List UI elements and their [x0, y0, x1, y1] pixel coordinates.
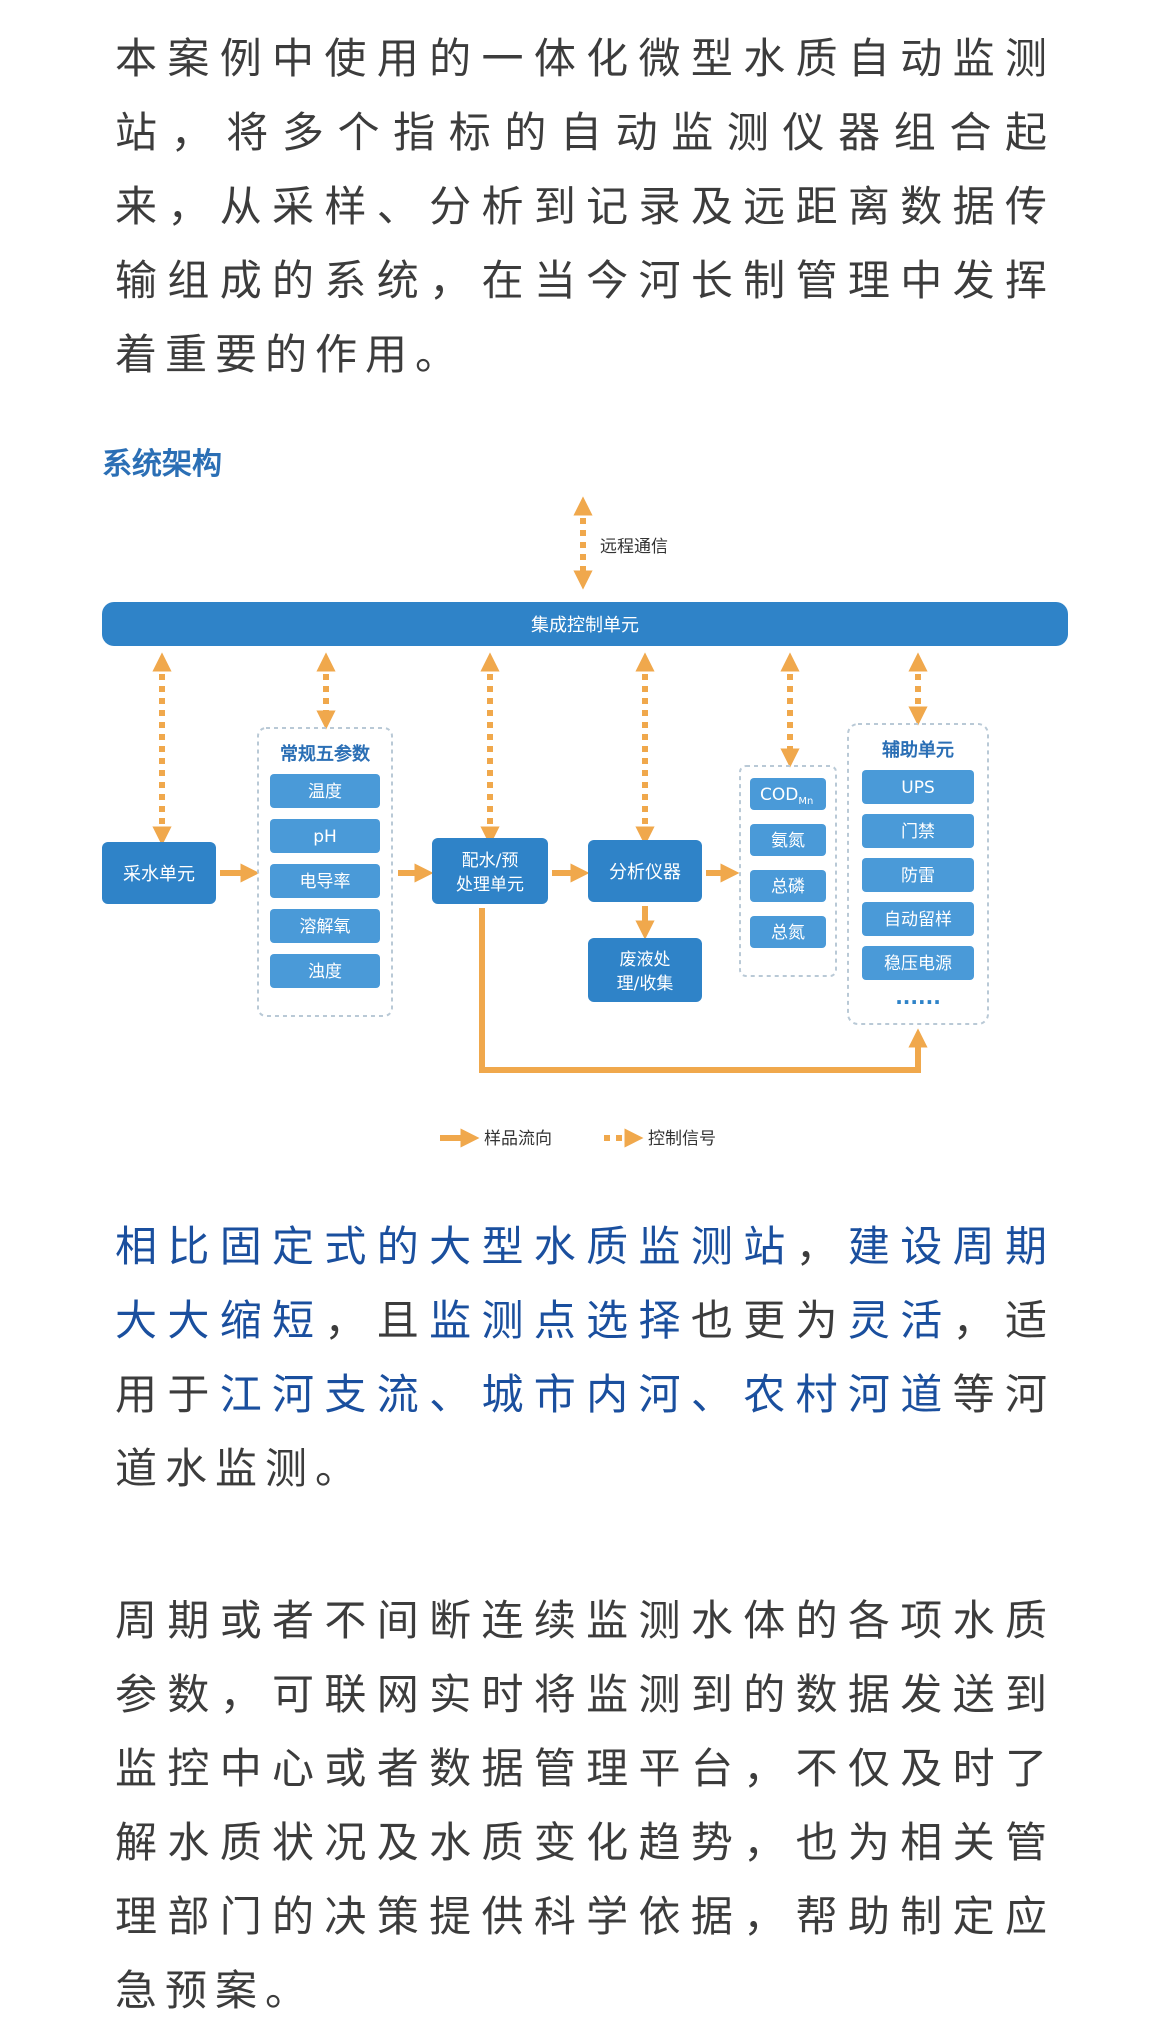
highlight-river-types: 江河支流、城市内河、农村河道 — [219, 1370, 953, 1419]
aux-item-box — [862, 946, 974, 980]
integrated-control-label: 集成控制单元 — [531, 615, 639, 636]
aux-more-dots: ...... — [895, 985, 941, 1009]
aux-item-box — [862, 858, 974, 892]
routine-items: 温度 pH 电导率 溶解氧 浊度 — [270, 774, 380, 988]
comparison-paragraph: 相比固定式的大型水质监测站，建设周期大大缩短，且监测点选择也更为灵活，适用于江河… — [115, 1210, 1055, 1506]
routine-item-ph: pH — [313, 827, 337, 847]
sampling-unit-box — [102, 842, 216, 904]
cod-sub: Mn — [798, 796, 813, 807]
intro-paragraph: 本案例中使用的一体化微型水质自动监测站，将多个指标的自动监测仪器组合起来，从采样… — [115, 34, 1055, 379]
analysis-item-ammonia: 氨氮 — [771, 831, 805, 851]
routine-item-dissolved-oxygen: 溶解氧 — [300, 917, 351, 937]
routine-item-box — [270, 774, 380, 808]
flow-arrow-return — [479, 908, 928, 1073]
aux-item-ups: UPS — [901, 778, 935, 798]
waste-box — [588, 938, 702, 1002]
routine-item-box — [270, 864, 380, 898]
waste-line1: 废液处 — [620, 950, 671, 970]
analyzer-label: 分析仪器 — [609, 862, 681, 883]
text-segment: 也更为 — [690, 1296, 848, 1345]
text-segment: 等河道水监测。 — [115, 1370, 1055, 1493]
distribution-unit-line2: 处理单元 — [456, 875, 524, 895]
legend-control-signal-label: 控制信号 — [648, 1129, 716, 1149]
analysis-item-box — [750, 870, 826, 902]
monitoring-paragraph: 周期或者不间断连续监测水体的各项水质参数，可联网实时将监测到的数据发送到监控中心… — [115, 1596, 1055, 2015]
integrated-control-bar — [102, 602, 1068, 646]
analysis-item-total-phosphorus: 总磷 — [771, 877, 805, 897]
aux-item-box — [862, 770, 974, 804]
routine-item-box — [270, 909, 380, 943]
diagram-svg: 系统架构 远程通信 集成控制单元 采水单元 常规五参数 温度 pH 电导率 — [102, 447, 1068, 1149]
highlight-flexible: 灵活 — [847, 1296, 953, 1345]
waste-line2: 理/收集 — [617, 974, 674, 994]
system-architecture-diagram: 系统架构 远程通信 集成控制单元 采水单元 常规五参数 温度 pH 电导率 — [0, 430, 1170, 1190]
aux-item-access-control: 门禁 — [901, 822, 935, 842]
aux-item-voltage-stabilizer: 稳压电源 — [884, 954, 952, 974]
analysis-item-box — [750, 824, 826, 856]
distribution-unit-line1: 配水/预 — [462, 851, 519, 871]
routine-item-turbidity: 浊度 — [308, 962, 342, 982]
routine-item-temperature: 温度 — [308, 782, 342, 802]
aux-item-box — [862, 814, 974, 848]
cod-main: COD — [760, 785, 798, 805]
aux-items: UPS 门禁 防雷 自动留样 稳压电源 ...... — [862, 770, 974, 1009]
diagram-title: 系统架构 — [102, 447, 222, 482]
analyzer-box — [588, 840, 702, 902]
highlight-construction-period: 建设周期大大缩短 — [115, 1222, 1055, 1345]
aux-item-lightning-protection: 防雷 — [901, 866, 935, 886]
text-segment: ，适用于 — [115, 1296, 1055, 1419]
analysis-item-total-nitrogen: 总氮 — [771, 923, 805, 943]
analysis-item-box — [750, 778, 826, 810]
legend-sample-flow-label: 样品流向 — [484, 1129, 552, 1149]
sampling-unit-label: 采水单元 — [123, 864, 195, 885]
analysis-item-box — [750, 916, 826, 948]
aux-item-box — [862, 902, 974, 936]
routine-group-frame — [257, 727, 393, 1017]
distribution-unit-box — [432, 838, 548, 904]
routine-item-box — [270, 819, 380, 853]
aux-group-frame — [847, 723, 989, 1025]
analysis-items: CODMn 氨氮 总磷 总氮 — [750, 778, 826, 948]
routine-item-box — [270, 954, 380, 988]
highlight-large-station: 相比固定式的大型水质监测站 — [115, 1222, 796, 1271]
routine-group-title: 常规五参数 — [280, 743, 371, 765]
routine-item-conductivity: 电导率 — [300, 872, 351, 892]
aux-item-auto-sampling: 自动留样 — [884, 910, 952, 930]
analysis-item-cod: CODMn — [760, 785, 813, 807]
text-segment: ， — [795, 1222, 848, 1271]
text-segment: ，且 — [324, 1296, 430, 1345]
highlight-site-selection: 监测点选择 — [429, 1296, 691, 1345]
remote-comm-label: 远程通信 — [600, 537, 668, 557]
analysis-items-frame — [739, 765, 837, 977]
aux-group-title: 辅助单元 — [882, 739, 954, 761]
